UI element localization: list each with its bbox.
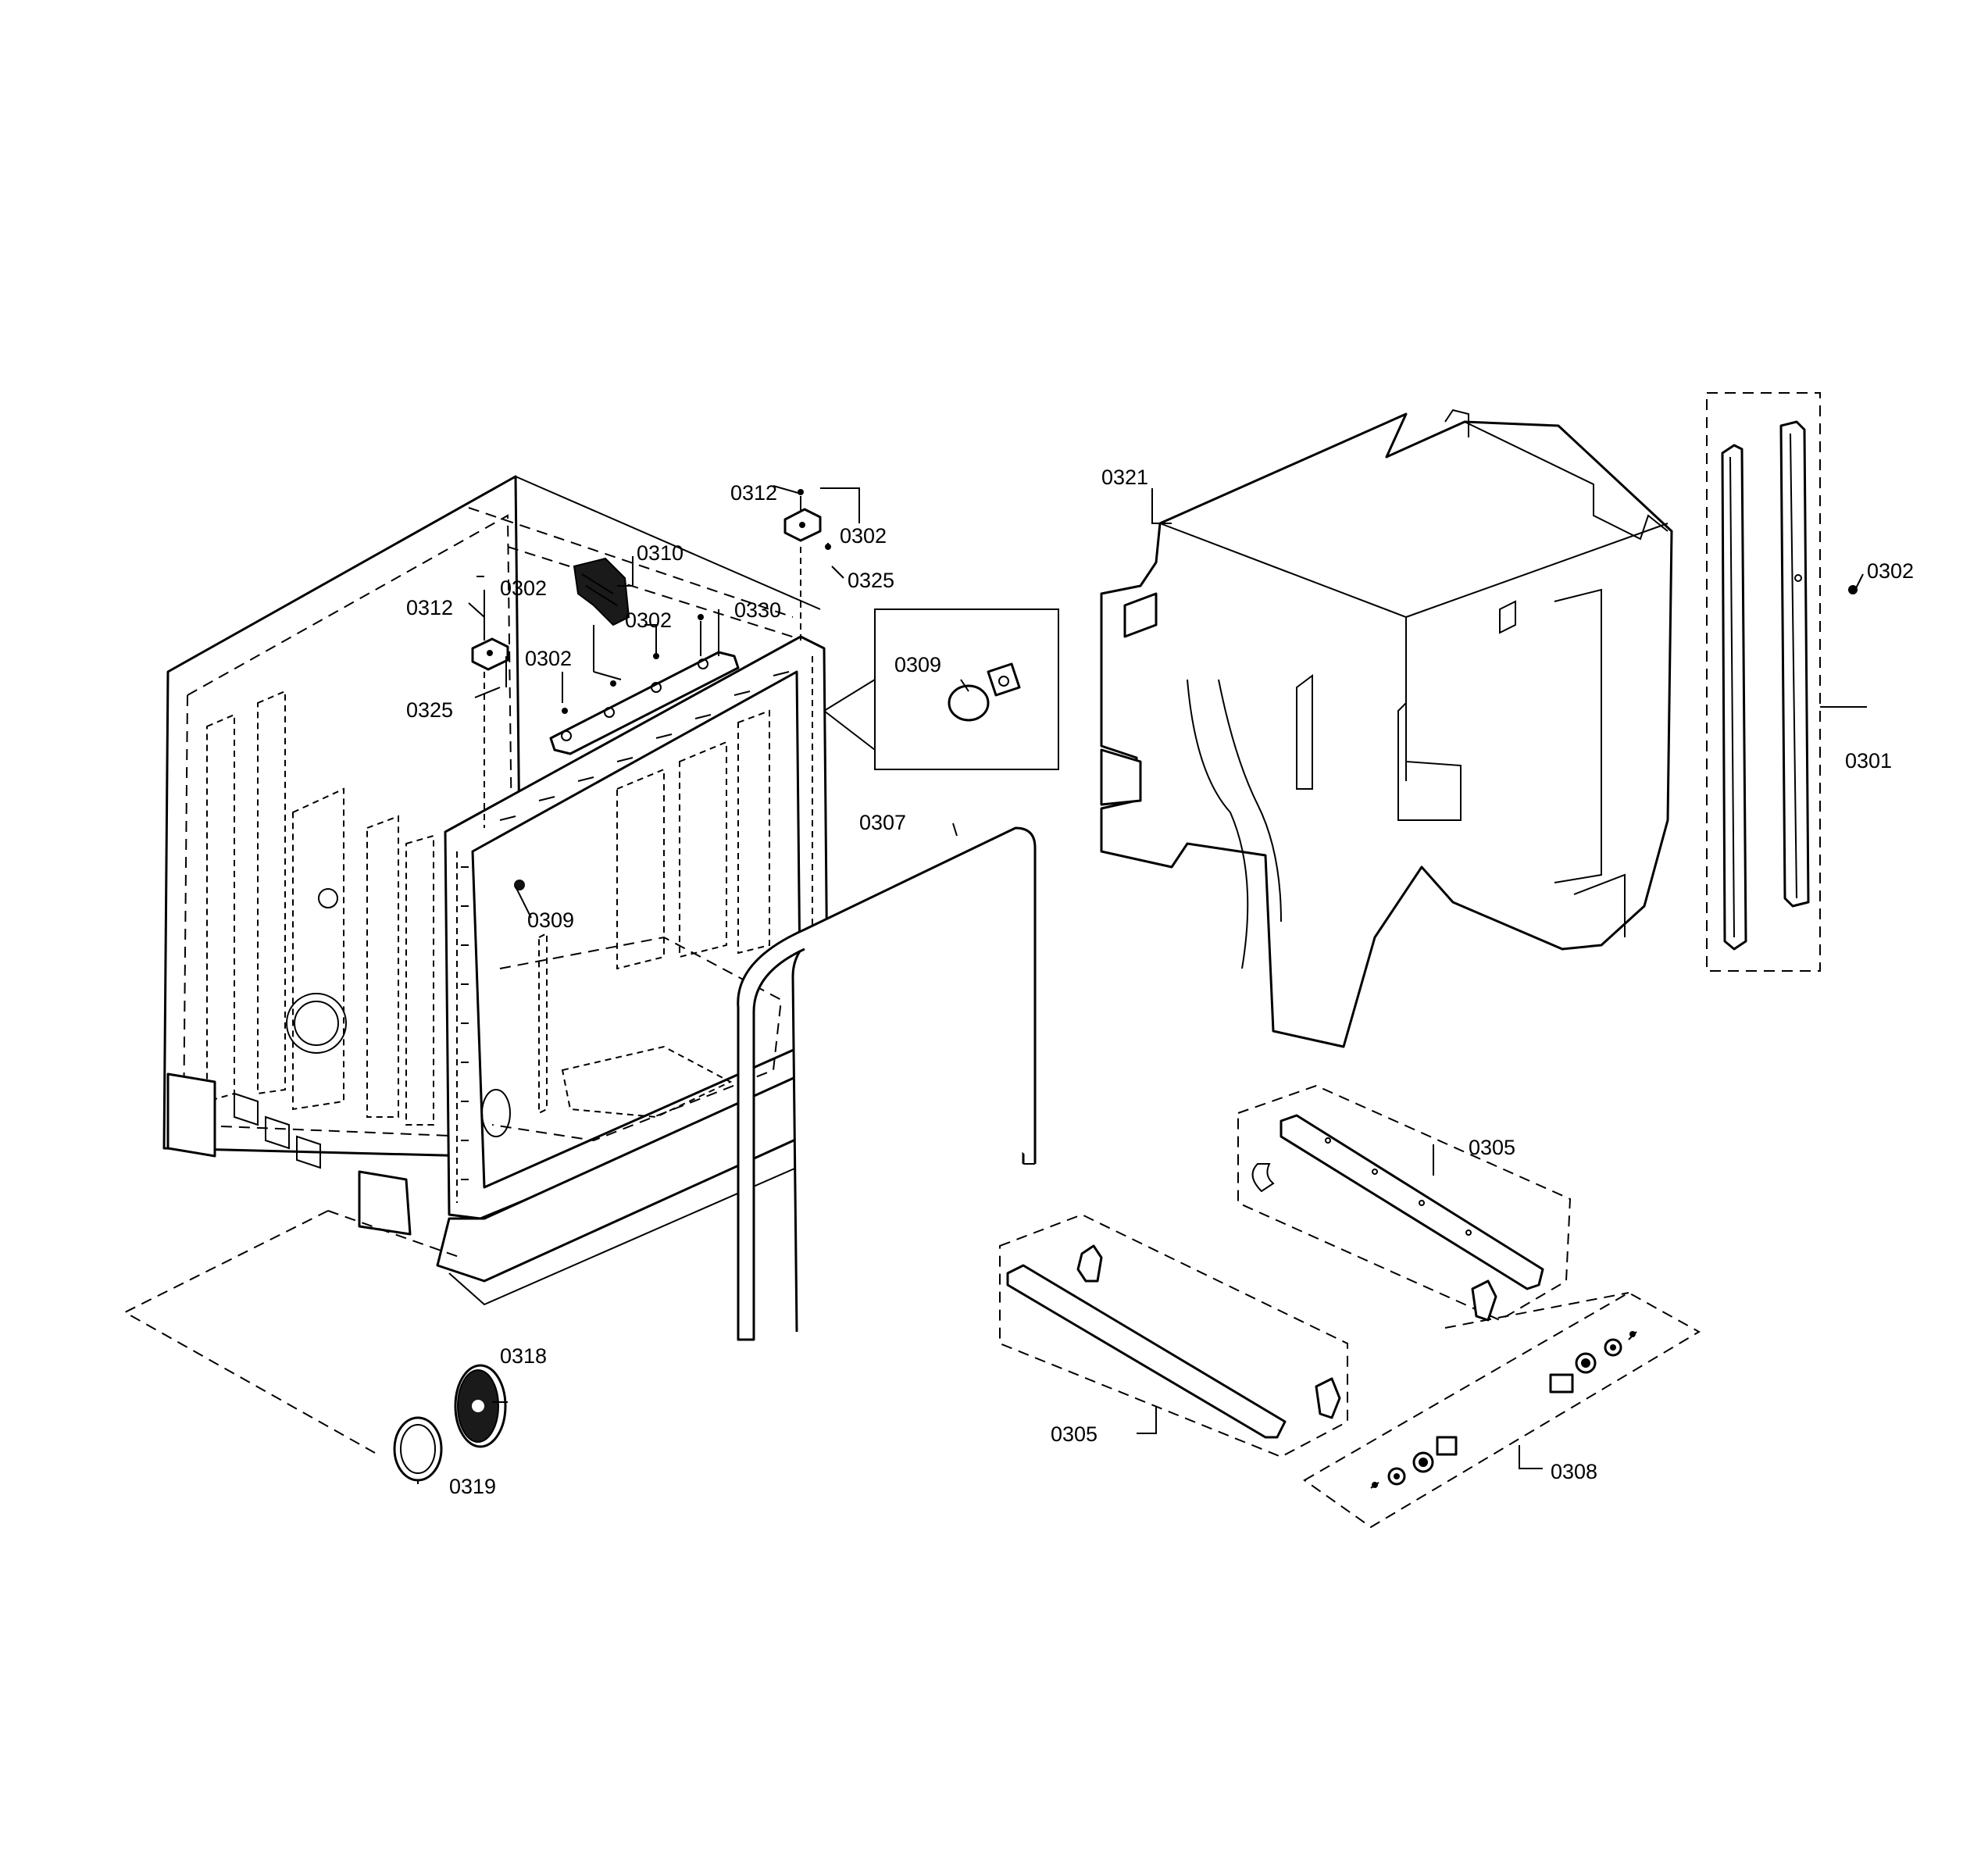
label-0309-tub: 0309 [527,908,574,932]
door-seal [737,826,1037,1341]
label-0309-detail: 0309 [894,653,941,676]
label-0321: 0321 [1101,466,1148,489]
insulation-blanket [1100,409,1673,1048]
label-0302-right: 0302 [840,524,887,548]
label-0302-center-b: 0302 [525,647,572,670]
label-0307: 0307 [859,811,906,834]
sump-parts [123,1210,507,1482]
leader-lines [417,485,1864,1484]
part-labels: 0312 0302 0325 0310 0302 0312 0302 0330 … [406,466,1914,1498]
label-0325-left: 0325 [406,698,453,722]
tub-assembly [162,475,833,1306]
label-0301: 0301 [1845,749,1892,773]
plug-tub-shape [514,880,525,890]
label-0330: 0330 [734,598,781,622]
label-0305-upper: 0305 [1469,1136,1515,1159]
plug-detail-box [823,608,1059,770]
label-0305-lower: 0305 [1051,1422,1098,1446]
hinge-parts-right [783,489,831,641]
label-0310: 0310 [637,541,683,565]
label-0302-left: 0302 [500,576,547,600]
hinge-parts-left [471,590,509,828]
label-0308: 0308 [1551,1460,1597,1483]
label-0312-left: 0312 [406,596,453,619]
label-0312-right: 0312 [730,481,777,505]
label-0325-right: 0325 [848,569,894,592]
rail-upper-group [1237,1084,1572,1322]
side-trim-group [1706,392,1867,972]
label-0302-center-a: 0302 [625,608,672,632]
label-0318: 0318 [500,1344,547,1368]
label-0302-trim: 0302 [1867,559,1914,583]
hinge-center [573,557,630,672]
rail-lower-group [999,1213,1348,1458]
label-0319: 0319 [449,1475,496,1498]
roller-kit-group [1303,1291,1701,1529]
